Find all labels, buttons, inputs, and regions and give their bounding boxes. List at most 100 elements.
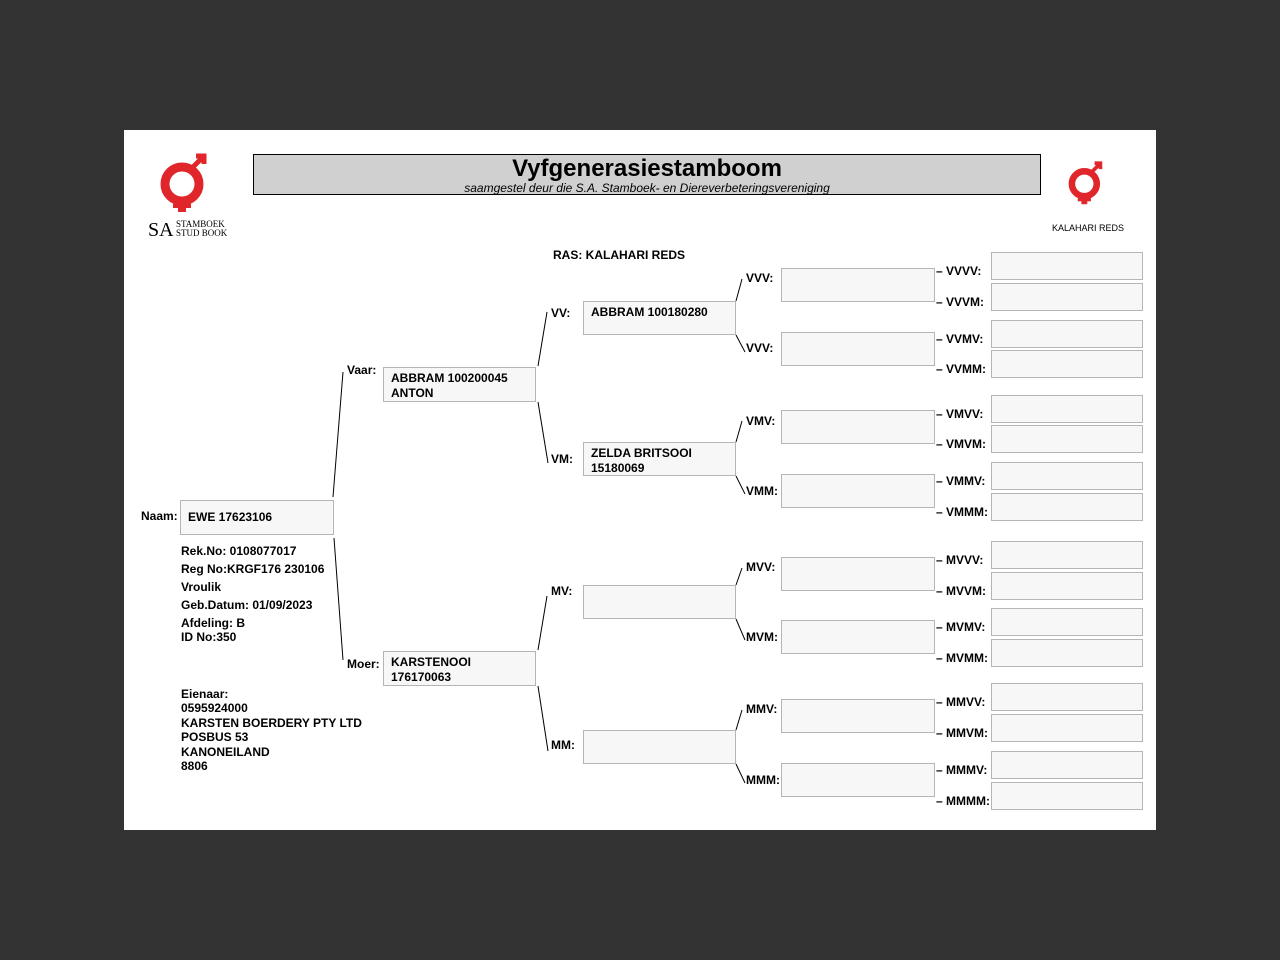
gen5-label-text: MVMM: [946,651,989,665]
gen5-box[interactable] [991,683,1143,711]
gen5-label: – MMVM: [936,726,989,740]
gen5-box[interactable] [991,395,1143,423]
page-title: Vyfgenerasiestamboom [512,155,782,182]
moer-label: Moer: [347,657,380,671]
connector-lines [332,278,746,784]
gen5-label-text: VMVV: [946,407,984,421]
owner-line: 8806 [181,759,208,773]
gen5-label-text: VMMV: [946,474,986,488]
gen5-label: – MMMM: [936,794,990,808]
gen5-box[interactable] [991,572,1143,600]
gen3-box[interactable]: ABBRAM 100180280 [583,301,736,335]
gen5-label-text: MVVV: [946,553,984,567]
gen5-label-text: VVVM: [946,295,985,309]
gen4-box[interactable] [781,474,935,508]
gen4-label: MVV: [746,560,776,574]
gen5-label-text: MVMV: [946,620,986,634]
gen5-box[interactable] [991,608,1143,636]
gen5-label-text: MMMV: [946,763,988,777]
owner-line: POSBUS 53 [181,730,249,744]
gen5-box[interactable] [991,639,1143,667]
gen3-box[interactable] [583,730,736,764]
title-bar: Vyfgenerasiestamboom saamgestel deur die… [253,154,1041,195]
animal-name: ZELDA BRITSOOI [591,446,692,460]
gen4-box[interactable] [781,557,935,591]
gen5-label-text: VVMV: [946,332,984,346]
gen5-box[interactable] [991,425,1143,453]
animal-name: KARSTENOOI [391,655,472,669]
subject-box[interactable]: EWE 17623106 [180,500,334,535]
gen5-box[interactable] [991,462,1143,490]
gen5-label: – VVVM: [936,295,985,309]
logo-sa-text: SA [148,219,174,241]
gen4-label: MVM: [746,630,778,644]
gen5-box[interactable] [991,252,1143,280]
gen5-box[interactable] [991,320,1143,348]
gen3-box[interactable] [583,585,736,619]
gen4-box[interactable] [781,620,935,654]
gen5-label-text: VMVM: [946,437,987,451]
kalahari-symbol-icon [1068,161,1103,205]
gen5-box[interactable] [991,283,1143,311]
gen5-label: – VVMV: [936,332,984,346]
gen5-label-text: MMVM: [946,726,989,740]
gen4-box[interactable] [781,699,935,733]
gen5-box[interactable] [991,751,1143,779]
vaar-label: Vaar: [347,363,377,377]
gen4-box[interactable] [781,410,935,444]
gen5-box[interactable] [991,493,1143,521]
afdeling: Afdeling: B [181,616,245,630]
gen5-box[interactable] [991,350,1143,378]
sa-stud-book-logo: SA STAMBOEK STUD BOOK [146,152,228,241]
gen5-box[interactable] [991,714,1143,742]
animal-id: ANTON [391,386,434,400]
gen5-label: – MVVV: [936,553,984,567]
owner-line: 0595924000 [181,701,248,715]
logo-kalahari-text: KALAHARI REDS [1051,223,1125,233]
sex: Vroulik [181,580,222,594]
animal-id: 176170063 [391,670,452,684]
pedigree-page: SA STAMBOEK STUD BOOK Vyfgenerasiestambo… [124,130,1156,830]
owner-line: KANONEILAND [181,744,270,759]
gen5-label: – MMMV: [936,763,988,777]
animal-id: 15180069 [591,461,645,475]
gen5-label-text: MVVM: [946,584,987,598]
gen4-label: VVV: [746,271,774,285]
gen4-label: MMM: [746,773,780,787]
gen5-label: – MVVM: [936,584,987,598]
id-no: ID No:350 [181,630,237,644]
gen4-box[interactable] [781,332,935,366]
gen3-label: VM: [551,452,573,466]
stud-book-symbol-icon [160,153,207,212]
gen4-label: VMV: [746,414,776,428]
gen5-label: – MMVV: [936,695,986,709]
breed-label: RAS: KALAHARI REDS [553,248,685,262]
gen4-label: VMM: [746,484,778,498]
gen5-box[interactable] [991,782,1143,810]
gen4-label: VVV: [746,341,774,355]
gen4-box[interactable] [781,268,935,302]
birth-date: Geb.Datum: 01/09/2023 [181,598,313,612]
animal-name: ABBRAM 100200045 [391,371,508,385]
gen3-label: MM: [551,738,575,752]
naam-label: Naam: [141,509,178,523]
page-subtitle: saamgestel deur die S.A. Stamboek- en Di… [464,181,830,195]
animal-name: ABBRAM 100180280 [591,305,708,319]
gen5-label: – VMVV: [936,407,984,421]
gen3-label: VV: [551,306,571,320]
animal-name: EWE 17623106 [188,510,273,524]
gen5-label-text: VVVV: [946,264,982,278]
gen5-label-text: VVMM: [946,362,987,376]
reg-no: Reg No:KRGF176 230106 [181,562,325,576]
gen4-box[interactable] [781,763,935,797]
gen5-box[interactable] [991,541,1143,569]
gen5-label-text: MMVV: [946,695,986,709]
gen5-label: – MVMM: [936,651,989,665]
gen5-label-text: MMMM: [946,794,990,808]
gen4-label: MMV: [746,702,778,716]
gen5-label: – VMVM: [936,437,987,451]
gen5-label-text: VMMM: [946,505,989,519]
